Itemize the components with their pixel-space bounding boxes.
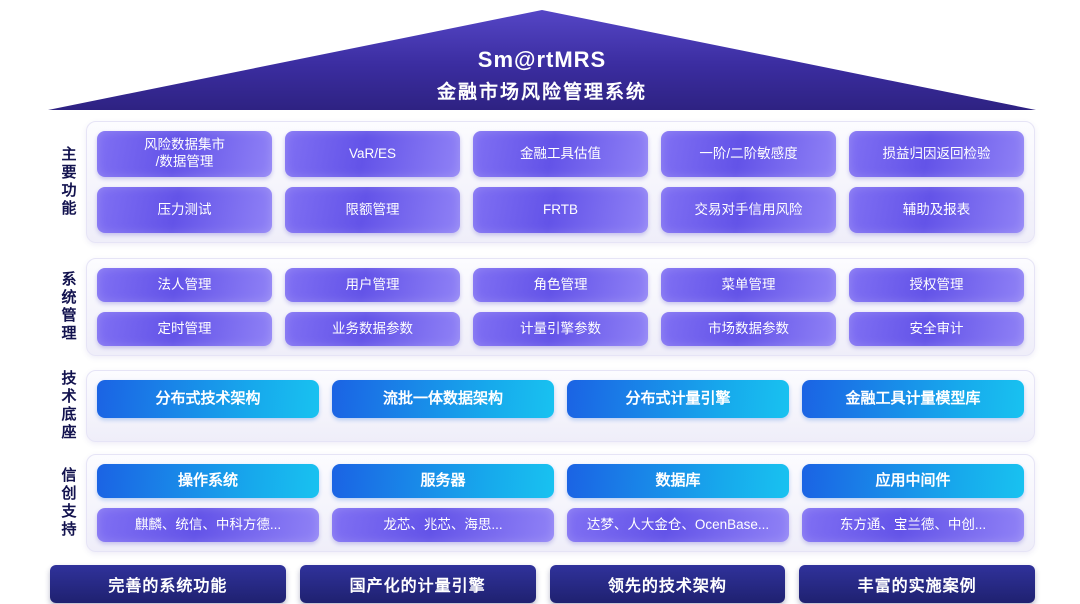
footer-leading-architecture: 领先的技术架构 <box>549 565 786 603</box>
btn-authorization-mgmt: 授权管理 <box>849 268 1024 302</box>
btn-frtb: FRTB <box>473 187 648 233</box>
btn-category-middleware: 应用中间件 <box>802 464 1024 498</box>
btn-pnl-attribution-backtest: 损益归因返回检验 <box>849 131 1024 177</box>
btn-counterparty-credit-risk: 交易对手信用风险 <box>661 187 836 233</box>
btn-market-data-params: 市场数据参数 <box>661 312 836 346</box>
section-xinchuang-support: 信创支持 操作系统 服务器 数据库 应用中间件 麒麟、统信、中科方德... 龙芯… <box>50 454 1035 552</box>
section-label-main-functions: 主要功能 <box>59 146 77 218</box>
btn-var-es: VaR/ES <box>285 131 460 177</box>
section-system-management: 系统管理 法人管理 用户管理 角色管理 菜单管理 授权管理 定时管理 业务数据参… <box>50 258 1035 356</box>
diagram-body: 主要功能 风险数据集市 /数据管理 VaR/ES 金融工具估值 一阶/二阶敏感度… <box>50 118 1035 603</box>
btn-stress-test: 压力测试 <box>97 187 272 233</box>
btn-legal-entity-mgmt: 法人管理 <box>97 268 272 302</box>
btn-limit-management: 限额管理 <box>285 187 460 233</box>
footer-highlights: 完善的系统功能 国产化的计量引擎 领先的技术架构 丰富的实施案例 <box>50 565 1035 603</box>
section-main-functions: 主要功能 风险数据集市 /数据管理 VaR/ES 金融工具估值 一阶/二阶敏感度… <box>50 121 1035 243</box>
btn-vendors-os: 麒麟、统信、中科方德... <box>97 508 319 542</box>
btn-menu-mgmt: 菜单管理 <box>661 268 836 302</box>
panel-system-management: 法人管理 用户管理 角色管理 菜单管理 授权管理 定时管理 业务数据参数 计量引… <box>86 258 1035 356</box>
btn-user-mgmt: 用户管理 <box>285 268 460 302</box>
btn-distributed-calc-engine: 分布式计量引擎 <box>567 380 789 418</box>
btn-instrument-model-library: 金融工具计量模型库 <box>802 380 1024 418</box>
btn-schedule-mgmt: 定时管理 <box>97 312 272 346</box>
btn-risk-data-mart: 风险数据集市 /数据管理 <box>97 131 272 177</box>
section-label-tech-base: 技术底座 <box>59 370 77 442</box>
section-tech-base: 技术底座 分布式技术架构 流批一体数据架构 分布式计量引擎 金融工具计量模型库 <box>50 370 1035 442</box>
btn-sensitivity: 一阶/二阶敏感度 <box>661 131 836 177</box>
btn-category-os: 操作系统 <box>97 464 319 498</box>
btn-vendors-middleware: 东方通、宝兰德、中创... <box>802 508 1024 542</box>
footer-rich-implementation-cases: 丰富的实施案例 <box>799 565 1035 603</box>
btn-stream-batch-data-architecture: 流批一体数据架构 <box>332 380 554 418</box>
footer-domestic-calc-engine: 国产化的计量引擎 <box>299 565 536 603</box>
product-name: Sm@rtMRS <box>477 47 607 72</box>
btn-instrument-valuation: 金融工具估值 <box>473 131 648 177</box>
btn-business-data-params: 业务数据参数 <box>285 312 460 346</box>
btn-vendors-server: 龙芯、兆芯、海思... <box>332 508 554 542</box>
footer-complete-system-functions: 完善的系统功能 <box>50 565 286 603</box>
product-subtitle: 金融市场风险管理系统 <box>436 82 647 103</box>
panel-main-functions: 风险数据集市 /数据管理 VaR/ES 金融工具估值 一阶/二阶敏感度 损益归因… <box>86 121 1035 243</box>
section-label-system-management: 系统管理 <box>59 271 77 343</box>
btn-aux-reports: 辅助及报表 <box>849 187 1024 233</box>
btn-distributed-architecture: 分布式技术架构 <box>97 380 319 418</box>
btn-category-database: 数据库 <box>567 464 789 498</box>
btn-security-audit: 安全审计 <box>849 312 1024 346</box>
roof-banner: Sm@rtMRS 金融市场风险管理系统 <box>48 10 1036 110</box>
btn-engine-params: 计量引擎参数 <box>473 312 648 346</box>
btn-category-server: 服务器 <box>332 464 554 498</box>
section-label-xinchuang-support: 信创支持 <box>59 467 77 539</box>
btn-vendors-database: 达梦、人大金仓、OcenBase... <box>567 508 789 542</box>
btn-role-mgmt: 角色管理 <box>473 268 648 302</box>
panel-tech-base: 分布式技术架构 流批一体数据架构 分布式计量引擎 金融工具计量模型库 <box>86 370 1035 442</box>
panel-xinchuang-support: 操作系统 服务器 数据库 应用中间件 麒麟、统信、中科方德... 龙芯、兆芯、海… <box>86 454 1035 552</box>
